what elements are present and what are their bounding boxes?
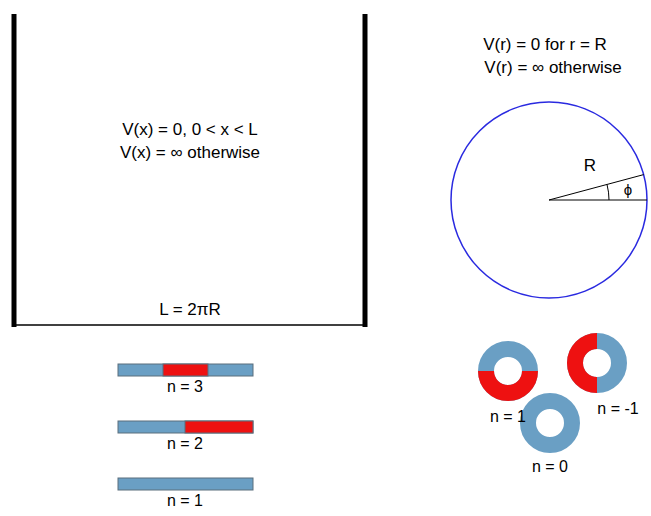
potential-label: V(x) = 0, 0 < x < L [122, 120, 258, 140]
state-ring [486, 349, 530, 393]
state-bar [118, 478, 253, 490]
ring-circle [451, 102, 647, 298]
angle-label: ϕ [624, 181, 632, 198]
state-bar [118, 421, 253, 433]
potential-label: V(r) = 0 for r = R [483, 35, 607, 55]
well-floor [14, 324, 365, 326]
well-wall [12, 14, 17, 327]
state-label: n = 1 [490, 408, 526, 426]
potential-label: V(x) = ∞ otherwise [120, 143, 260, 163]
axis-line [549, 200, 647, 201]
state-ring [528, 401, 572, 445]
dimension-label: L = 2πR [159, 300, 221, 320]
node-region [575, 341, 597, 385]
radius-label: R [584, 156, 596, 176]
node-region [163, 364, 208, 376]
state-label: n = 1 [167, 492, 203, 510]
node-region [486, 371, 530, 393]
state-bar [118, 364, 253, 376]
angle-arc [607, 185, 609, 201]
node-region [185, 421, 253, 433]
well-wall [363, 14, 368, 327]
state-label: n = -1 [597, 400, 638, 418]
state-ring [575, 341, 619, 385]
state-label: n = 2 [167, 435, 203, 453]
potential-label: V(r) = ∞ otherwise [484, 58, 621, 78]
radius-line [549, 175, 644, 200]
state-label: n = 3 [167, 378, 203, 396]
state-label: n = 0 [532, 458, 568, 476]
